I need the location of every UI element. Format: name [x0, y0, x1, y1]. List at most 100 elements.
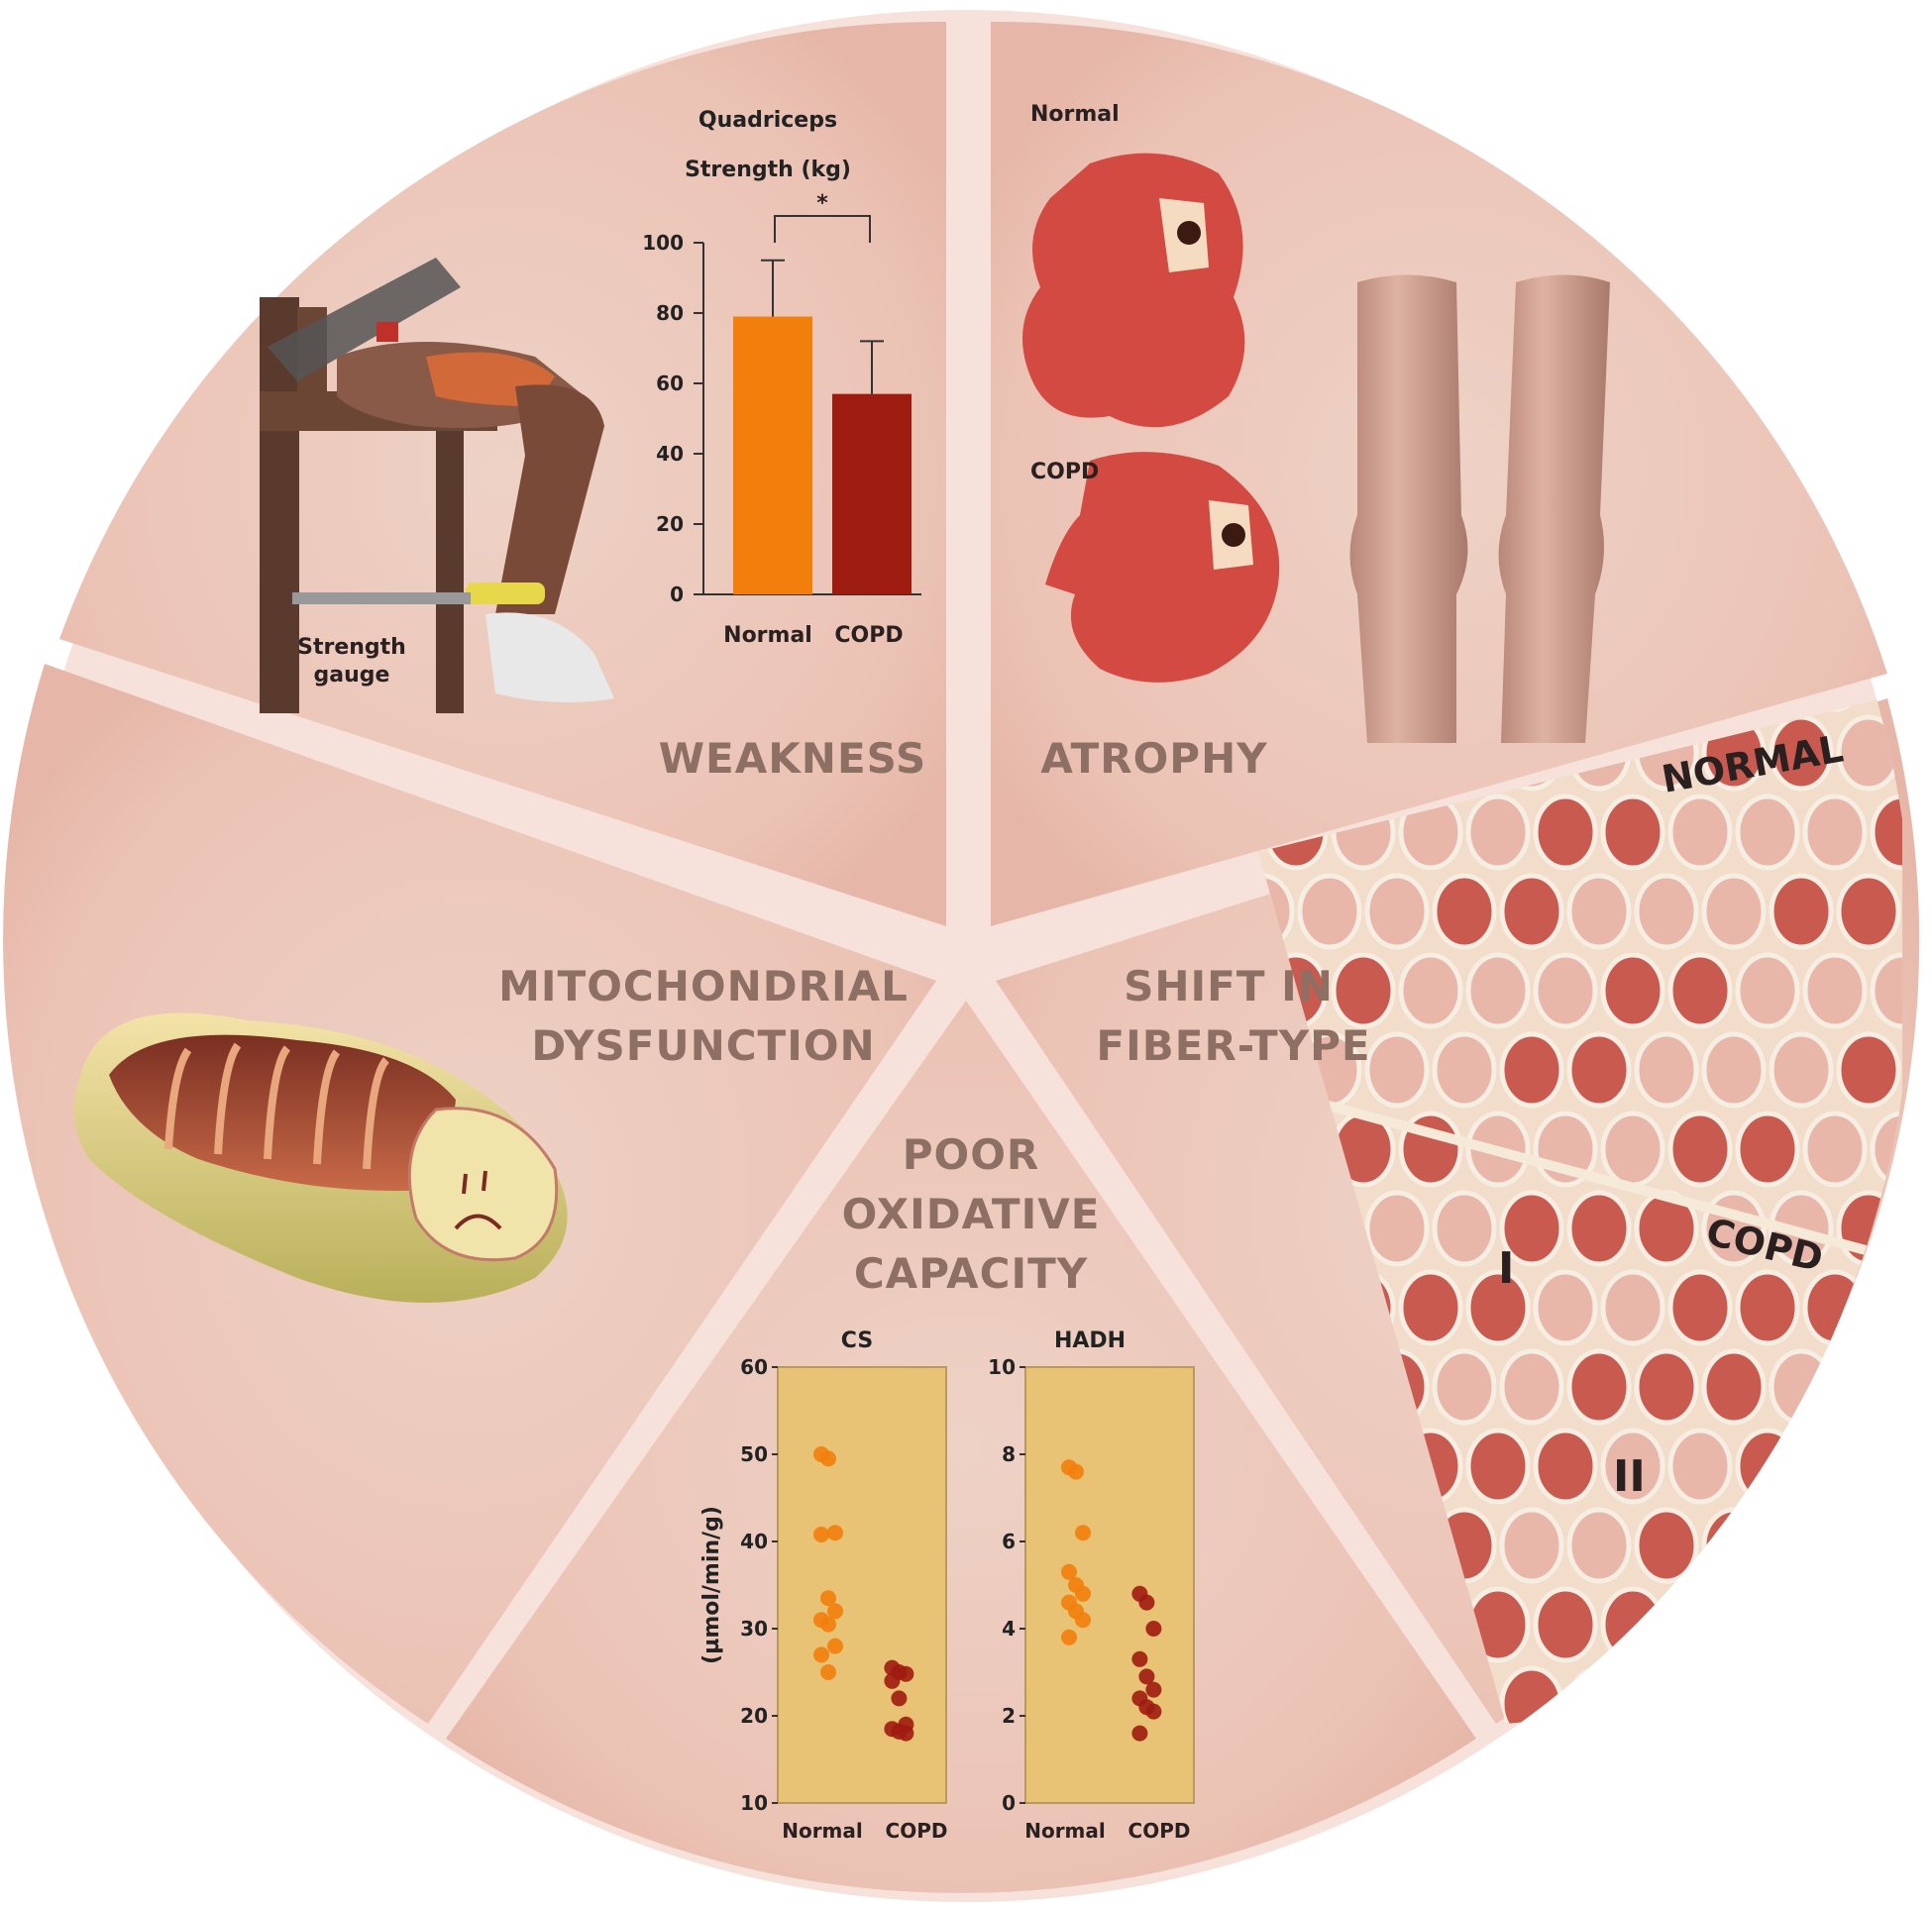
- hadh-y-tick-label: 8: [1002, 1442, 1016, 1466]
- fiber-type-II-cell: [1802, 1111, 1868, 1188]
- fiber-type-I-cell: [1701, 1665, 1767, 1724]
- cs-category-copd: COPD: [886, 1819, 948, 1843]
- hadh-y-tick-label: 0: [1002, 1791, 1016, 1815]
- fiber-type-II-cell: [1769, 1031, 1834, 1109]
- fiber-type-I-cell: [1735, 1428, 1800, 1505]
- segment-oxidative: [446, 1001, 1476, 1893]
- fiber-type-I-cell: [1398, 1269, 1463, 1346]
- quadriceps-y-tick-label: 60: [656, 371, 684, 395]
- cs-point-normal: [820, 1616, 836, 1633]
- fiber-type-I-cell: [1836, 1665, 1901, 1724]
- fiber-type-II-cell: [1870, 1111, 1902, 1188]
- fiber-type-II-cell: [1735, 1586, 1800, 1663]
- oxidative-title-line2: OXIDATIVE: [842, 1190, 1101, 1238]
- fiber-type-I-cell: [1667, 952, 1733, 1029]
- quadriceps-chart-title-line1: Quadriceps: [698, 108, 837, 133]
- hadh-point-normal: [1075, 1585, 1091, 1602]
- fiber-type-II-cell: [1836, 1507, 1901, 1584]
- fiber-type-I-cell: [1802, 1586, 1868, 1663]
- fiber-type-II-cell: [1566, 1665, 1632, 1724]
- cs-point-normal: [813, 1646, 829, 1663]
- quadriceps-bar-normal: [733, 316, 812, 594]
- fiber-type-I-cell: [1735, 1269, 1800, 1346]
- fiber-shift-title-line2: FIBER-TYPE: [1096, 1021, 1370, 1070]
- fiber-type-II-cell: [1600, 1111, 1665, 1188]
- fiber-type-II-cell: [1566, 873, 1632, 950]
- fiber-type-II-cell: [1870, 952, 1902, 1029]
- quadriceps-category-normal: Normal: [723, 623, 812, 648]
- hadh-chart-title: HADH: [1054, 1328, 1126, 1353]
- cs-plot-area: [777, 1366, 947, 1804]
- fiber-type-I-cell: [1566, 1190, 1632, 1267]
- hadh-point-normal: [1075, 1525, 1091, 1541]
- hadh-point-copd: [1138, 1594, 1155, 1611]
- fiber-type-II-cell: [1432, 1348, 1497, 1426]
- fiber-type-I-cell: [1870, 1586, 1902, 1663]
- fiber-type-I-cell: [1566, 1031, 1632, 1109]
- fiber-type-II-cell: [1364, 873, 1430, 950]
- fiber-type-I-cell: [1533, 1586, 1598, 1663]
- hadh-y-tick-label: 6: [1002, 1530, 1016, 1553]
- fiber-type-II-cell: [1533, 952, 1598, 1029]
- fiber-type-II-cell: [1802, 794, 1868, 871]
- hadh-y-tick-label: 10: [988, 1355, 1016, 1379]
- fiber-type-I-cell: [1769, 1665, 1834, 1724]
- quadriceps-bar-copd: [832, 393, 912, 594]
- fiber-type-I-cell: [1634, 1348, 1699, 1426]
- fiber-type-II-cell: [1364, 1190, 1430, 1267]
- fiber-type-I-cell: [1465, 1428, 1531, 1505]
- fiber-type-II-cell: [1802, 952, 1868, 1029]
- fiber-type-I-cell: [1735, 1111, 1800, 1188]
- hadh-category-copd: COPD: [1128, 1819, 1191, 1843]
- fiber-type-I-cell: [1870, 794, 1902, 871]
- fiber-type-I-cell: [1465, 1269, 1531, 1346]
- fiber-type-I-cell: [1906, 1193, 1932, 1264]
- fiber-type-II-cell: [1432, 1190, 1497, 1267]
- mitochondrial-title-line2: DYSFUNCTION: [531, 1021, 875, 1070]
- atrophy-normal-label: Normal: [1030, 102, 1120, 127]
- quadriceps-y-tick-label: 40: [656, 442, 684, 466]
- fiber-type-II-cell: [1533, 1269, 1598, 1346]
- fiber-type-II-cell: [1906, 717, 1932, 789]
- hadh-plot-area: [1024, 1366, 1195, 1804]
- hadh-point-copd: [1145, 1681, 1162, 1698]
- cs-point-normal: [827, 1638, 843, 1654]
- fiber-type-I-cell: [1600, 1586, 1665, 1663]
- fiber-type-I-cell: [1499, 1190, 1564, 1267]
- oxidative-title-line3: CAPACITY: [854, 1249, 1088, 1298]
- cs-point-normal: [827, 1525, 843, 1541]
- quadriceps-category-copd: COPD: [834, 623, 903, 648]
- hadh-point-normal: [1061, 1629, 1077, 1645]
- fiber-type-II-cell: [1769, 1348, 1834, 1426]
- cs-chart-title: CS: [841, 1328, 873, 1353]
- hadh-point-normal: [1075, 1612, 1091, 1629]
- fiber-type-I-cell: [1667, 1269, 1733, 1346]
- fiber-type-II-cell: [1465, 794, 1531, 871]
- atrophy-copd-label: COPD: [1030, 460, 1099, 484]
- weakness-title: WEAKNESS: [659, 734, 927, 783]
- hadh-point-copd: [1145, 1621, 1162, 1637]
- hadh-y-tick-label: 4: [1002, 1617, 1016, 1641]
- fiber-type-II-cell: [1465, 952, 1531, 1029]
- gauge-label-line1: Strength: [297, 635, 406, 660]
- hadh-point-copd: [1131, 1725, 1148, 1742]
- cs-point-copd: [884, 1672, 901, 1689]
- fiber-type-II-cell: [1634, 1031, 1699, 1109]
- quadriceps-chart-title-line2: Strength (kg): [685, 158, 851, 182]
- fiber-type-II-label: II: [1613, 1451, 1646, 1502]
- cs-y-tick-label: 60: [740, 1355, 768, 1379]
- gauge-label-line2: gauge: [314, 663, 390, 688]
- fiber-type-I-cell: [1499, 1031, 1564, 1109]
- fiber-type-I-cell: [1870, 1428, 1902, 1505]
- fiber-type-I-cell: [1600, 952, 1665, 1029]
- fiber-shift-title-line1: SHIFT IN: [1124, 962, 1334, 1010]
- fiber-type-II-cell: [1836, 1348, 1901, 1426]
- cs-point-copd: [898, 1725, 914, 1742]
- fiber-type-II-cell: [1600, 1428, 1665, 1505]
- cs-point-normal: [820, 1590, 836, 1607]
- fiber-type-I-cell: [1802, 1428, 1868, 1505]
- fiber-type-I-cell: [1533, 794, 1598, 871]
- hadh-point-copd: [1138, 1668, 1155, 1685]
